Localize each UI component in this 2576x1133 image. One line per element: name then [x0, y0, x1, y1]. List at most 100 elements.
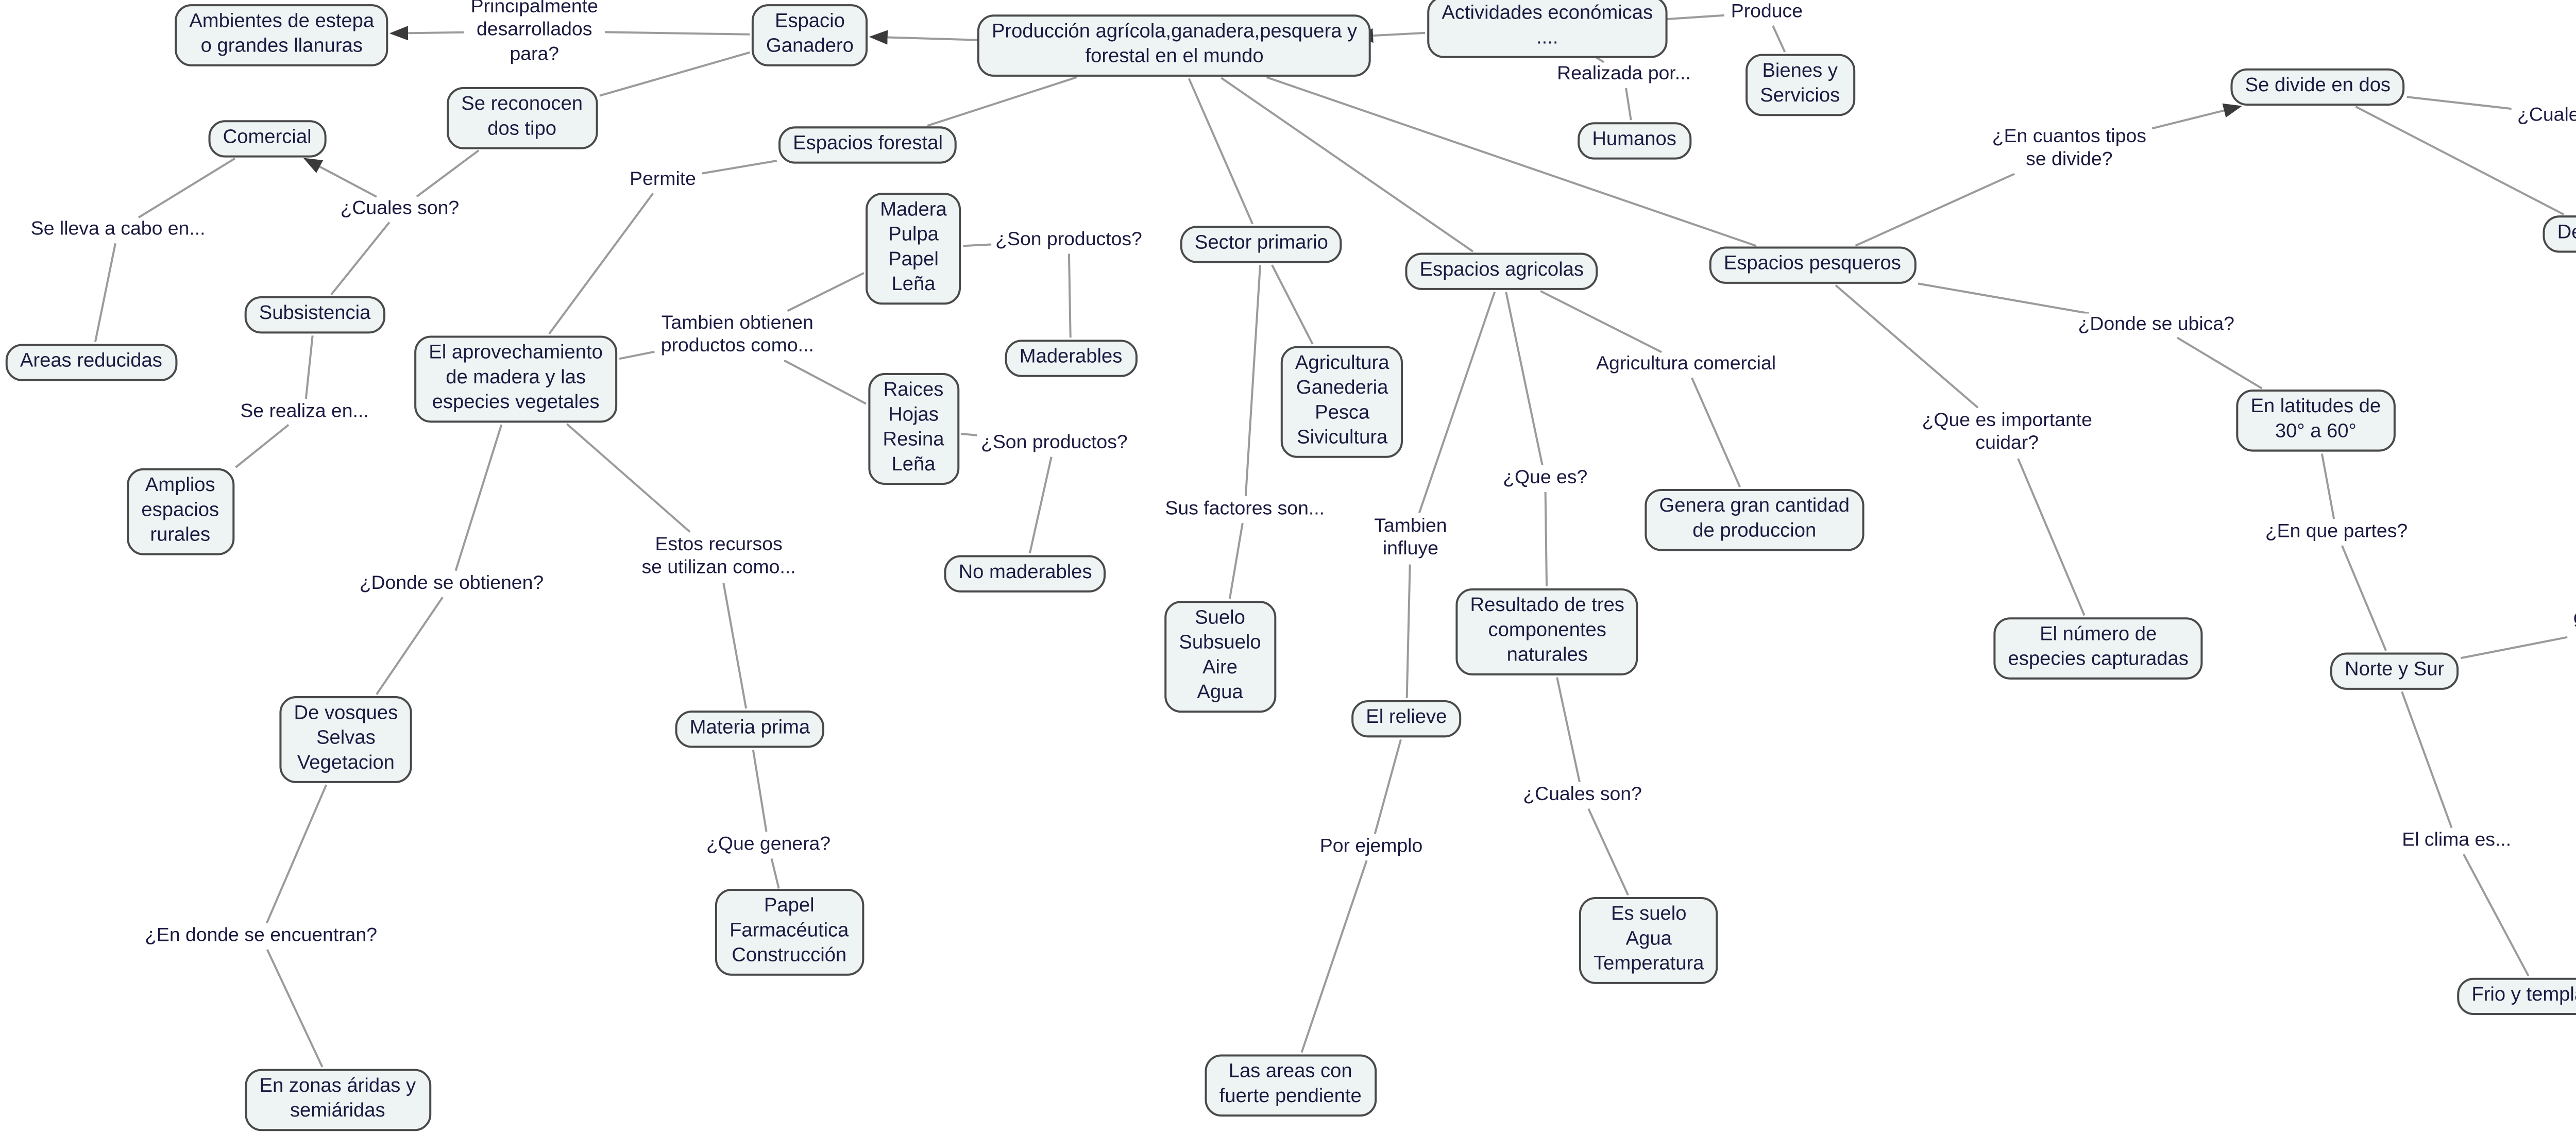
concept-maderables[interactable]: Maderables — [1005, 340, 1137, 377]
edge-espacios-agricolas-agricultura-comercial — [1540, 290, 1663, 353]
edge-permite-aprovechamiento — [548, 192, 654, 335]
concept-de-litoreal[interactable]: De litoreal — [2543, 215, 2576, 253]
linking-phrase-hay-se-generan[interactable]: Hay se generan grandes cantidades de... — [2569, 584, 2576, 655]
linking-phrase-tambien-obtienen[interactable]: Tambien obtienen productos como... — [656, 312, 818, 359]
linking-phrase-permite[interactable]: Permite — [625, 168, 700, 192]
edge-espacios-agricolas-que-es — [1505, 292, 1544, 465]
linking-phrase-en-que-partes[interactable]: ¿En que partes? — [2261, 520, 2412, 545]
concept-actividades-economicas[interactable]: Actividades económicas .... — [1427, 0, 1668, 58]
concept-se-reconocen[interactable]: Se reconocen dos tipo — [447, 87, 598, 149]
edge-espacios-pesqueros-donde-ubica — [1918, 282, 2089, 315]
concept-suelo-subsuelo[interactable]: Suelo Subsuelo Aire Agua — [1164, 601, 1276, 713]
concept-se-divide-dos[interactable]: Se divide en dos — [2230, 68, 2405, 106]
linking-phrase-cuales-son-mar[interactable]: ¿Cuales son? — [2513, 104, 2576, 128]
edge-produccion-mundo-espacios-forestal — [927, 76, 1077, 127]
concept-espacio-ganadero[interactable]: Espacio Ganadero — [751, 4, 869, 66]
concept-materia-prima[interactable]: Materia prima — [675, 711, 825, 748]
edge-tambien-influye-el-relieve — [1405, 564, 1411, 698]
concept-genera-produccion[interactable]: Genera gran cantidad de produccion — [1645, 488, 1865, 551]
concept-espacios-pesqueros[interactable]: Espacios pesqueros — [1709, 246, 1916, 284]
concept-areas-reducidas[interactable]: Areas reducidas — [5, 344, 177, 381]
concept-frio-templado[interactable]: Frio y templado — [2457, 977, 2576, 1015]
edge-espacios-pesqueros-que-cuidar — [1835, 284, 1979, 409]
concept-espacios-forestal[interactable]: Espacios forestal — [778, 126, 958, 164]
linking-phrase-agricultura-comercial[interactable]: Agricultura comercial — [1592, 352, 1781, 377]
concept-subsistencia[interactable]: Subsistencia — [244, 296, 385, 334]
concept-areas-pendiente[interactable]: Las areas con fuerte pendiente — [1205, 1054, 1376, 1117]
linking-phrase-por-ejemplo[interactable]: Por ejemplo — [1315, 835, 1427, 859]
edge-aprovechamiento-tambien-obtienen — [619, 350, 655, 360]
edge-aprovechamiento-donde-obtienen — [454, 424, 503, 571]
linking-phrase-el-clima[interactable]: El clima es... — [2398, 829, 2516, 853]
edge-donde-obtienen-de-vosques — [376, 596, 444, 695]
concept-comercial[interactable]: Comercial — [208, 120, 326, 158]
concept-el-relieve[interactable]: El relieve — [1351, 700, 1462, 738]
linking-phrase-cuantos-tipos[interactable]: ¿En cuantos tipos se divide? — [1988, 125, 2151, 173]
concept-es-suelo-agua[interactable]: Es suelo Agua Temperatura — [1579, 897, 1719, 984]
linking-phrase-que-cuidar[interactable]: ¿Que es importante cuidar? — [1918, 409, 2096, 456]
edge-cuales-son-tipo-comercial — [303, 158, 377, 198]
concept-espacios-agricolas[interactable]: Espacios agricolas — [1405, 252, 1599, 290]
linking-phrase-donde-ubica[interactable]: ¿Donde se ubica? — [2074, 313, 2239, 337]
linking-phrase-tambien-influye[interactable]: Tambien influye — [1370, 515, 1451, 562]
linking-phrase-donde-obtienen[interactable]: ¿Donde se obtienen? — [355, 572, 548, 596]
linking-phrase-se-lleva-cabo[interactable]: Se lleva a cabo en... — [26, 218, 210, 242]
edge-que-es-resultado-componentes — [1544, 492, 1548, 586]
edge-se-divide-dos-de-litoreal — [2355, 106, 2564, 215]
edge-espacios-agricolas-tambien-influye — [1418, 291, 1496, 514]
linking-phrase-se-realiza-en[interactable]: Se realiza en... — [236, 400, 373, 424]
edge-resultado-componentes-cuales-son-componentes — [1556, 677, 1581, 783]
linking-phrase-que-es[interactable]: ¿Que es? — [1499, 466, 1592, 491]
concept-ambientes-estepa[interactable]: Ambientes de estepa o grandes llanuras — [175, 4, 389, 66]
edge-subsistencia-se-realiza-en — [304, 335, 314, 399]
edge-donde-encuentran-zonas-aridas — [266, 949, 324, 1068]
concept-sector-primario[interactable]: Sector primario — [1180, 226, 1343, 263]
concept-especies-capturadas[interactable]: El número de especies capturadas — [1993, 617, 2203, 680]
concept-bienes-servicios[interactable]: Bienes y Servicios — [1745, 54, 1855, 116]
concept-amplios-espacios[interactable]: Amplios espacios rurales — [127, 468, 234, 555]
concept-raices-hojas[interactable]: Raices Hojas Resina Leña — [868, 373, 959, 485]
concept-zonas-aridas[interactable]: En zonas áridas y semiáridas — [245, 1069, 431, 1131]
linking-phrase-realizada-por[interactable]: Realizada por... — [1553, 62, 1695, 87]
edge-tambien-obtienen-madera-pulpa — [787, 272, 865, 312]
edge-espacio-ganadero-principalmente — [604, 31, 750, 36]
concept-produccion-mundo[interactable]: Producción agrícola,ganadera,pesquera y … — [977, 14, 1372, 77]
edge-produccion-mundo-espacio-ganadero — [869, 30, 997, 45]
linking-phrase-donde-encuentran[interactable]: ¿En donde se encuentran? — [141, 924, 382, 948]
concept-resultado-componentes[interactable]: Resultado de tres componentes naturales — [1455, 588, 1639, 675]
linking-phrase-cuales-son-tipo[interactable]: ¿Cuales son? — [336, 197, 464, 221]
edge-que-genera-papel-farmaceutica — [770, 858, 780, 889]
linking-phrase-principalmente[interactable]: Principalmente desarrollados para? — [466, 0, 602, 66]
linking-phrase-son-productos-1[interactable]: ¿Son productos? — [991, 228, 1146, 252]
concept-de-vosques[interactable]: De vosques Selvas Vegetacion — [279, 696, 413, 783]
linking-phrase-cuales-son-componentes[interactable]: ¿Cuales son? — [1519, 784, 1646, 807]
linking-phrase-son-productos-2[interactable]: ¿Son productos? — [976, 431, 1132, 455]
edge-en-que-partes-norte-sur — [2341, 545, 2387, 651]
edge-se-realiza-en-amplios-espacios — [235, 424, 290, 468]
edge-produce-bienes-servicios — [1772, 25, 1786, 53]
edge-donde-ubica-latitudes — [2176, 336, 2263, 390]
edge-cuales-son-tipo-subsistencia — [330, 222, 391, 295]
edge-espacios-forestal-permite — [702, 160, 777, 175]
edge-de-vosques-donde-encuentran — [265, 784, 328, 924]
concept-humanos[interactable]: Humanos — [1578, 122, 1691, 160]
concept-aprovechamiento[interactable]: El aprovechamiento de madera y las espec… — [414, 335, 618, 422]
edge-sector-primario-sus-factores — [1244, 265, 1262, 497]
edge-se-reconocen-cuales-son-tipo — [416, 149, 480, 198]
concept-agricultura-lista[interactable]: Agricultura Ganederia Pesca Sivicultura — [1280, 346, 1404, 458]
linking-phrase-produce[interactable]: Produce — [1726, 1, 1807, 24]
concept-latitudes[interactable]: En latitudes de 30° a 60° — [2236, 389, 2396, 452]
edge-madera-pulpa-son-productos-1 — [963, 243, 992, 247]
concept-no-maderables[interactable]: No maderables — [944, 555, 1107, 593]
concept-norte-sur[interactable]: Norte y Sur — [2330, 652, 2459, 690]
concept-papel-farmaceutica[interactable]: Papel Farmacéutica Construcción — [715, 888, 863, 976]
edge-tambien-obtienen-raices-hojas — [784, 359, 867, 405]
edge-que-cuidar-especies-capturadas — [2017, 458, 2086, 616]
linking-phrase-estos-recursos[interactable]: Estos recursos se utilizan como... — [637, 533, 800, 581]
linking-phrase-que-genera[interactable]: ¿Que genera? — [702, 833, 835, 857]
concept-madera-pulpa[interactable]: Madera Pulpa Papel Leña — [866, 193, 961, 305]
linking-phrase-sus-factores[interactable]: Sus factores son... — [1161, 498, 1329, 521]
edge-sus-factores-suelo-subsuelo — [1228, 522, 1244, 599]
